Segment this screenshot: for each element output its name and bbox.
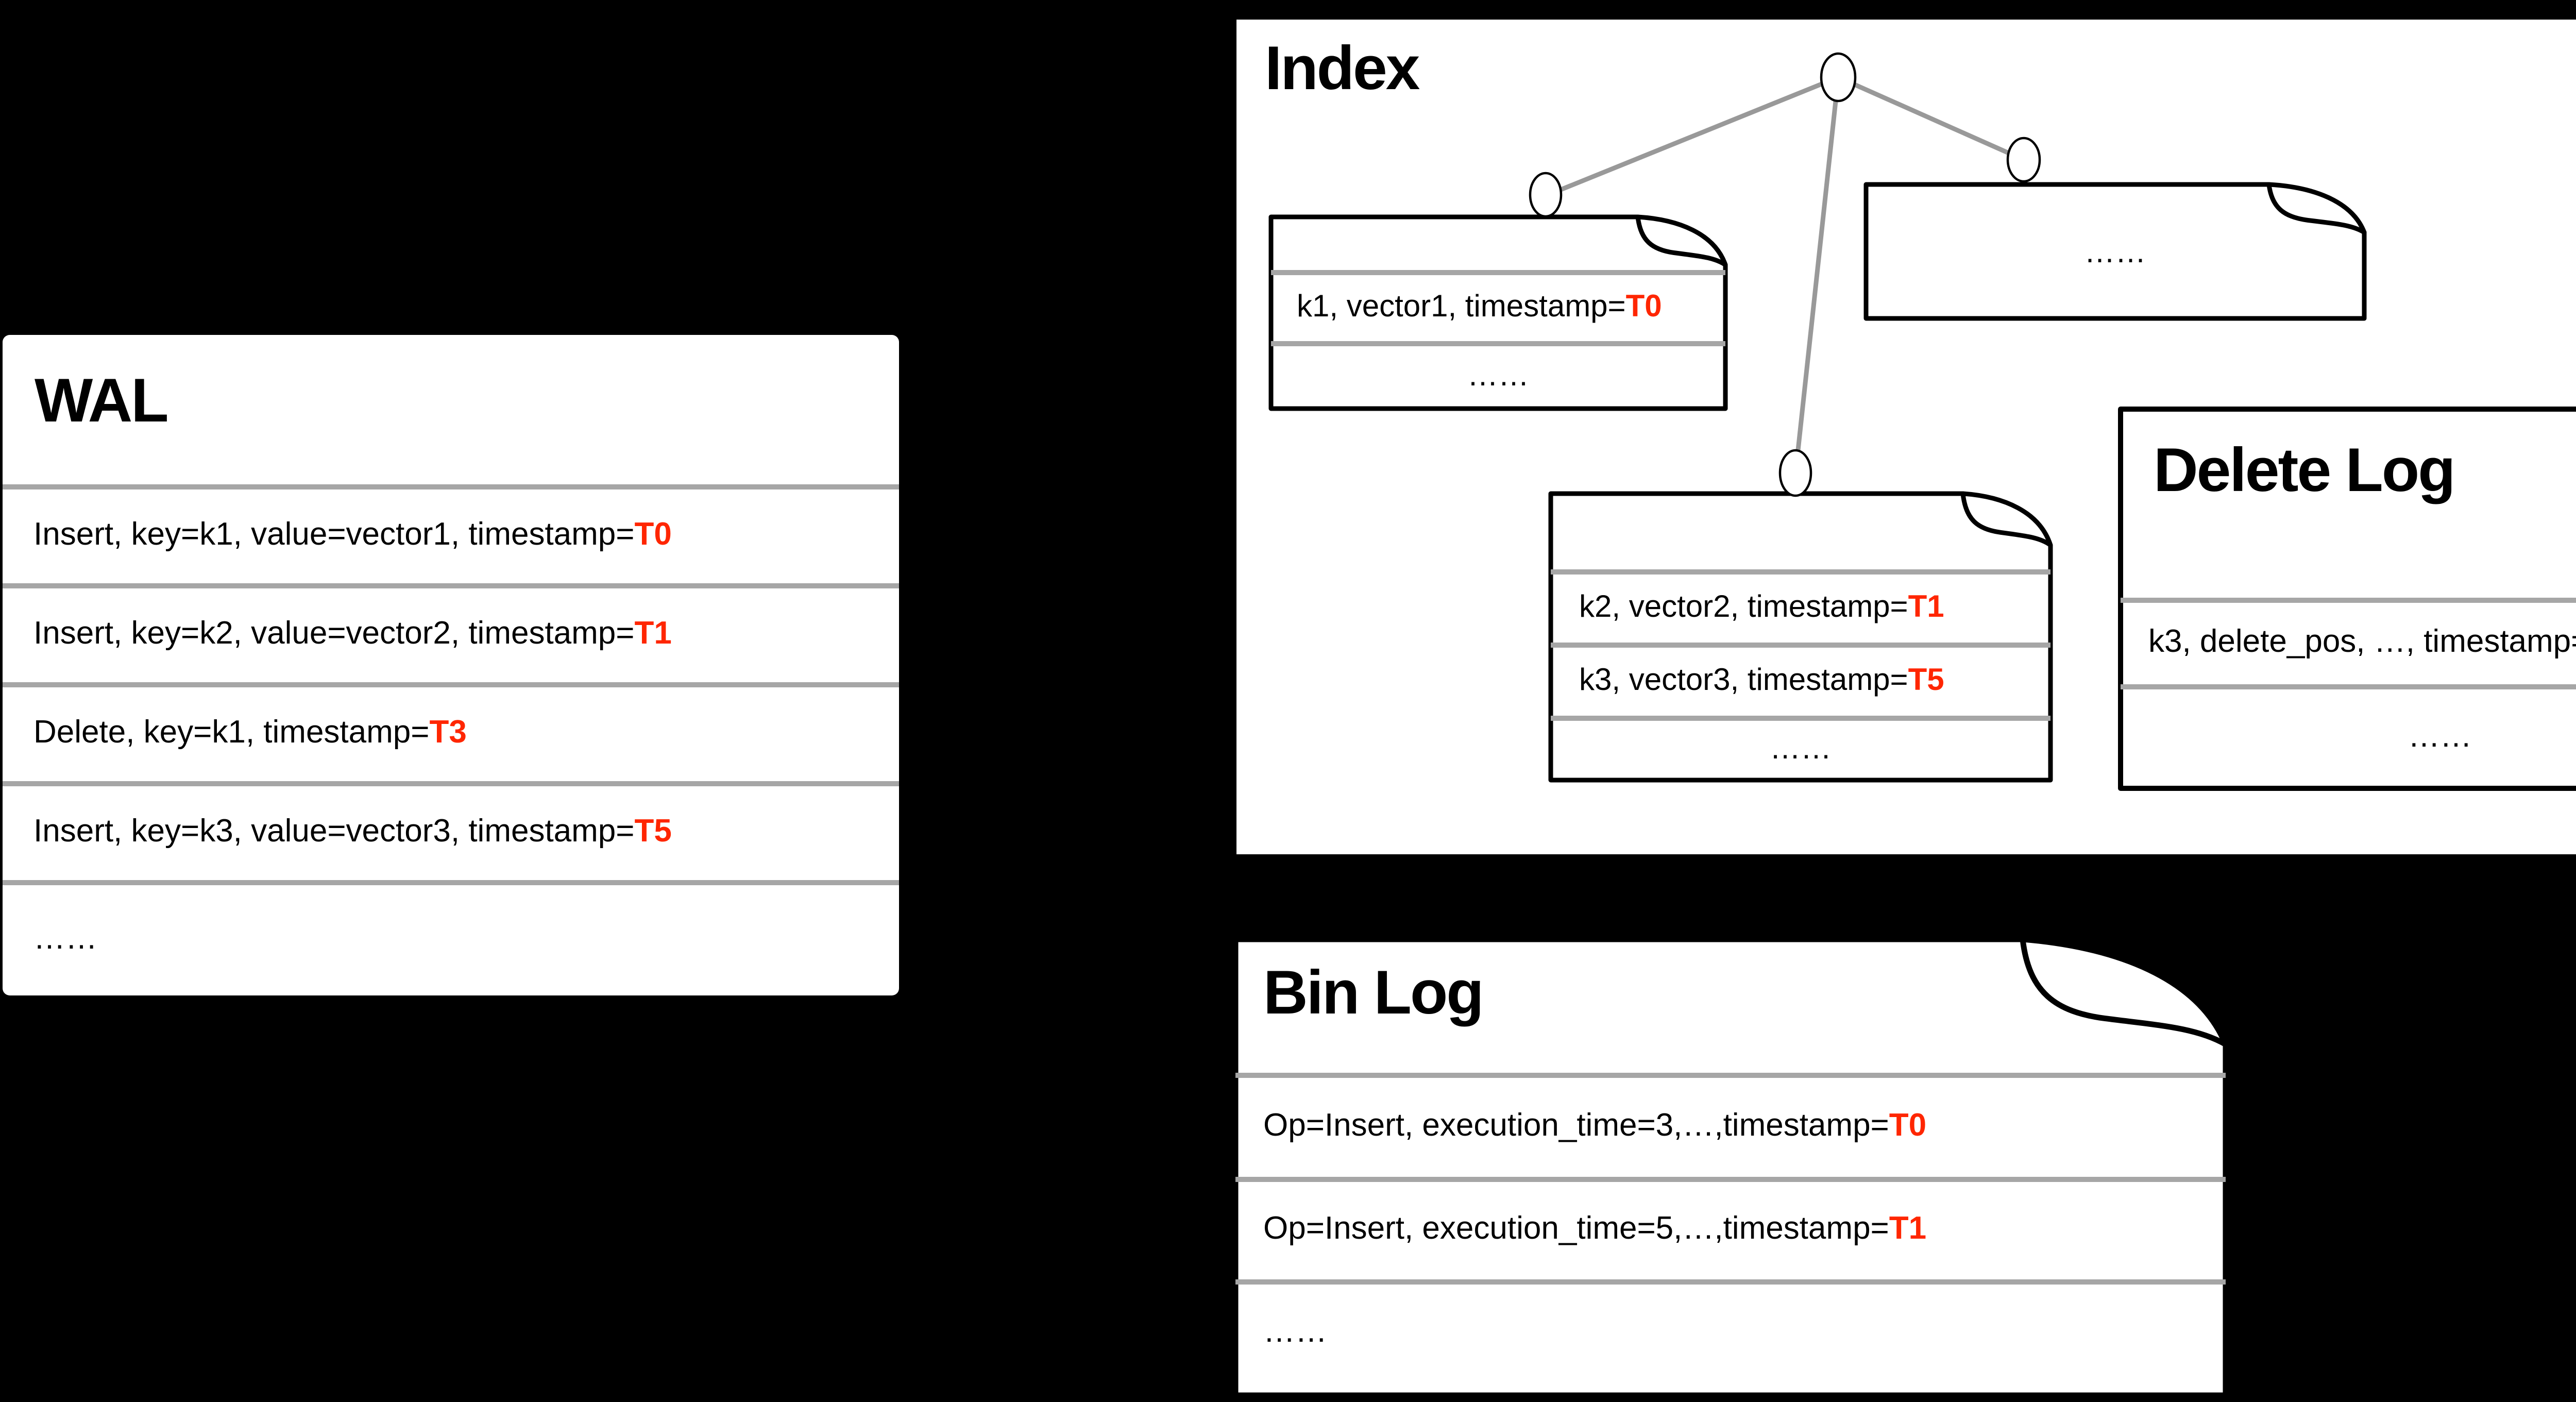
wal-row: Insert, key=k3, value=vector3, timestamp… [3, 781, 899, 880]
doc-row-ellipsis: …… [1863, 182, 2367, 321]
doc-row-text: k3, vector3, timestamp= [1579, 662, 1908, 697]
doc-row-text: …… [1467, 358, 1529, 392]
index-panel: Index k1, vector1, timestamp=T0 …… [1231, 14, 2576, 859]
doc-row: k1, vector1, timestamp=T0 [1268, 270, 1728, 341]
timestamp-value: T0 [634, 516, 672, 552]
doc-row-text: Op=Insert, execution_time=3,…,timestamp= [1263, 1107, 1889, 1143]
wal-row: Delete, key=k1, timestamp=T3 [3, 682, 899, 781]
doc-row-text: k3, delete_pos, …, timestamp= [2148, 623, 2576, 659]
doc-row-text: Op=Insert, execution_time=5,…,timestamp= [1263, 1210, 1889, 1246]
tree-node-right [2006, 137, 2041, 183]
timestamp-value: T5 [634, 813, 672, 849]
timestamp-value: T1 [1889, 1210, 1927, 1246]
document-shape-icon [1548, 491, 2053, 783]
delete-log-row: k3, delete_pos, …, timestamp=T3 [2117, 598, 2576, 684]
doc-separator [1551, 569, 2050, 575]
doc-fold-icon [2020, 936, 2229, 1048]
doc-separator [1235, 1177, 2226, 1182]
doc-row-text: …… [2408, 718, 2472, 754]
delete-log-title: Delete Log [2154, 435, 2455, 504]
doc-row-text: …… [2084, 234, 2146, 269]
doc-separator [1271, 341, 1725, 346]
doc-row-text: k2, vector2, timestamp= [1579, 588, 1908, 623]
index-segment-doc-2: k2, vector2, timestamp=T1 k3, vector3, t… [1548, 491, 2053, 783]
doc-separator [1551, 716, 2050, 721]
bin-log-title: Bin Log [1263, 958, 1484, 1027]
doc-row-ellipsis: …… [1548, 716, 2053, 780]
bin-log-doc: Bin Log Op=Insert, execution_time=3,…,ti… [1232, 936, 2229, 1398]
wal-title: WAL [35, 366, 169, 435]
delete-log-doc: Delete Log k3, delete_pos, …, timestamp=… [2117, 406, 2576, 791]
wal-separator [3, 583, 899, 588]
wal-row-text: Insert, key=k2, value=vector2, timestamp… [33, 615, 635, 651]
wal-row-ellipsis: …… [3, 880, 899, 995]
doc-fold-icon [1960, 491, 2053, 548]
doc-fold-icon [2266, 182, 2367, 235]
delete-log-row-ellipsis: …… [2117, 684, 2576, 787]
doc-separator [2121, 598, 2576, 603]
wal-separator [3, 484, 899, 489]
tree-node-middle [1778, 449, 1812, 497]
bin-log-row: Op=Insert, execution_time=3,…,timestamp=… [1232, 1073, 2229, 1177]
doc-separator [1235, 1279, 2226, 1285]
doc-separator [2121, 684, 2576, 689]
index-segment-doc-1: k1, vector1, timestamp=T0 …… [1268, 214, 1728, 411]
wal-row: Insert, key=k2, value=vector2, timestamp… [3, 583, 899, 682]
wal-separator [3, 880, 899, 885]
timestamp-value: T0 [1625, 288, 1662, 323]
doc-row: k3, vector3, timestamp=T5 [1548, 643, 2053, 716]
timestamp-value: T3 [429, 714, 467, 750]
wal-row-text: Delete, key=k1, timestamp= [33, 714, 430, 750]
doc-row-text: …… [1263, 1313, 1327, 1349]
timestamp-value: T1 [634, 615, 672, 651]
tree-edge-root-middle [1793, 77, 1841, 475]
index-title: Index [1265, 33, 1420, 103]
wal-panel: WAL Insert, key=k1, value=vector1, times… [3, 335, 899, 995]
tree-node-left [1529, 172, 1563, 218]
doc-separator [1551, 643, 2050, 648]
tree-edge-root-right [1837, 75, 2025, 162]
doc-separator [1271, 270, 1725, 275]
tree-edge-root-left [1545, 75, 1839, 198]
wal-separator [3, 781, 899, 786]
timestamp-value: T0 [1889, 1107, 1927, 1143]
doc-row-ellipsis: …… [1268, 341, 1728, 409]
doc-row-text: …… [1770, 731, 1832, 765]
doc-row: k2, vector2, timestamp=T1 [1548, 569, 2053, 643]
timestamp-value: T1 [1908, 588, 1944, 623]
doc-row-text: k1, vector1, timestamp= [1297, 288, 1626, 323]
wal-row: Insert, key=k1, value=vector1, timestamp… [3, 484, 899, 583]
wal-row-text: Insert, key=k1, value=vector1, timestamp… [33, 516, 635, 552]
wal-row-text: Insert, key=k3, value=vector3, timestamp… [33, 813, 635, 849]
tree-node-root [1820, 52, 1857, 103]
index-segment-doc-3: …… [1863, 182, 2367, 321]
bin-log-row-ellipsis: …… [1232, 1279, 2229, 1382]
wal-separator [3, 682, 899, 687]
doc-separator [1235, 1073, 2226, 1078]
document-shape-icon [1268, 214, 1728, 411]
document-shape-icon [1863, 182, 2367, 321]
timestamp-value: T5 [1908, 662, 1944, 697]
doc-fold-icon [1635, 214, 1728, 267]
wal-row-text: …… [33, 920, 97, 956]
bin-log-row: Op=Insert, execution_time=5,…,timestamp=… [1232, 1177, 2229, 1279]
